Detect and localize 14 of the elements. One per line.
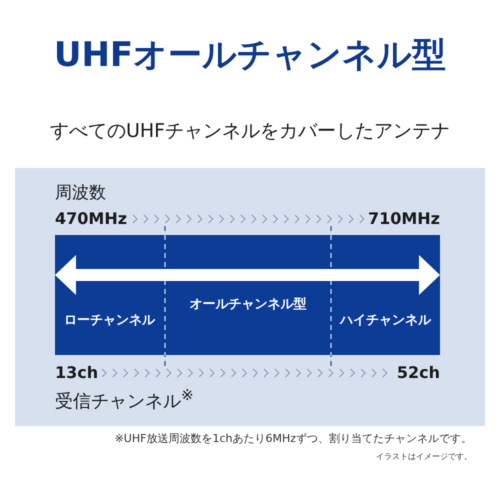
range-value: 13ch — [55, 363, 98, 382]
band-section-label: ローチャンネル — [64, 311, 155, 329]
footnote: イラストはイメージです。 — [376, 451, 472, 462]
range-value: 470MHz — [55, 209, 128, 228]
footnote: ※UHF放送周波数を1chあたり6MHzずつ、割り当てたチャンネルです。 — [114, 431, 472, 446]
title: UHFオールチャンネル型 — [52, 34, 448, 77]
range-value: 710MHz — [368, 209, 440, 228]
axis-title: 受信チャンネル$^{※}$ — [55, 386, 194, 413]
frequency-band — [55, 235, 440, 355]
band-label: オールチャンネル型 — [188, 296, 308, 313]
range-value: 52ch — [396, 363, 440, 382]
subtitle: すべてのUHFチャンネルをカバーしたアンテナ — [48, 119, 452, 144]
axis-title: 周波数 — [55, 182, 106, 204]
band-section-label: ハイチャンネル — [340, 311, 431, 329]
